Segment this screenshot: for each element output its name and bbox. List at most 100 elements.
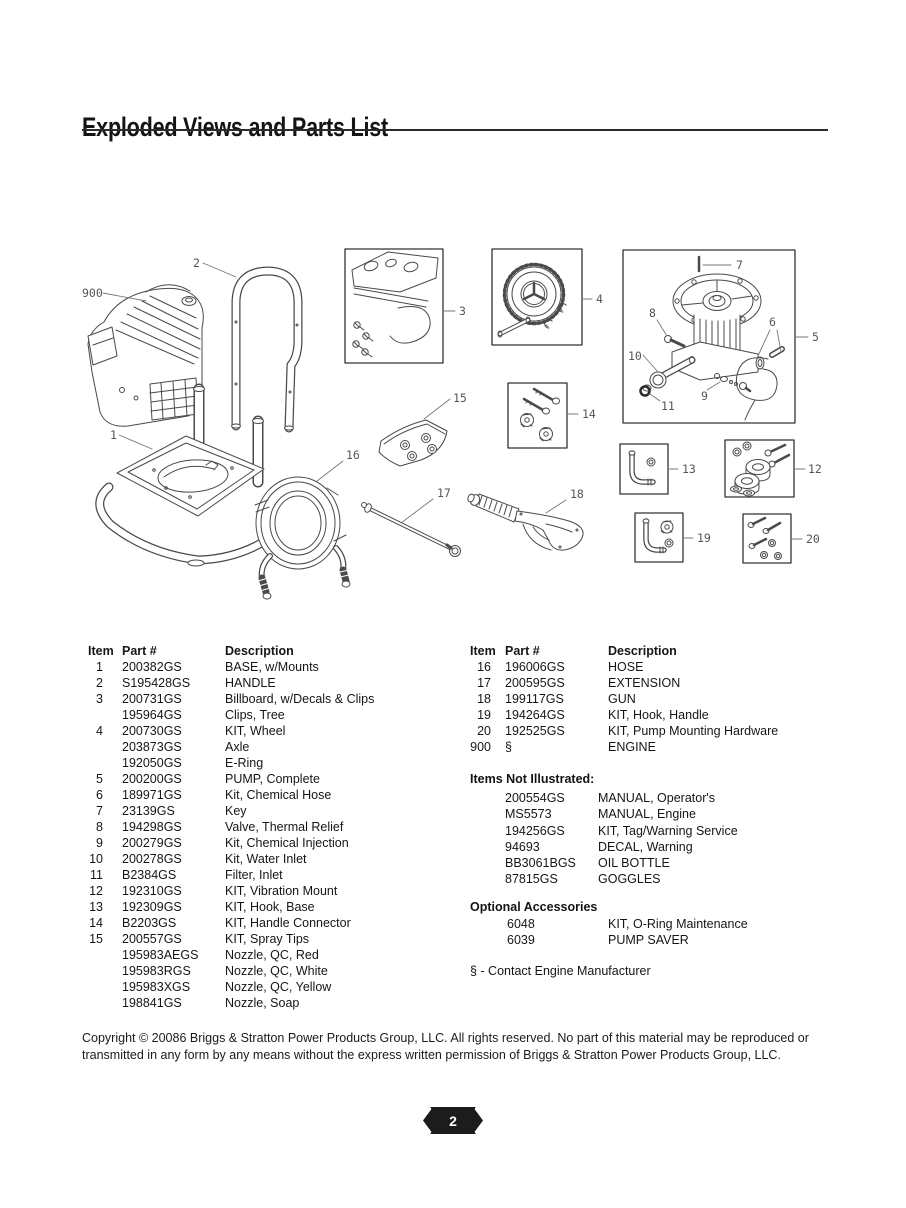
callout-12: 12 [808,462,822,476]
description-cell: OIL BOTTLE [598,856,670,871]
table-row: 3 200731GS Billboard, w/Decals & Clips [88,691,448,707]
table-row: 14 B2203GS KIT, Handle Connector [88,915,448,931]
item-cell: 16 [477,660,491,674]
column-header-description: Description [608,644,677,658]
list-item: 200554GS MANUAL, Operator's [470,790,805,806]
part-number-cell: 195964GS [122,708,182,722]
table-row: 195983XGS Nozzle, QC, Yellow [88,979,448,995]
table-row: 1 200382GS BASE, w/Mounts [88,659,448,675]
table-row: 195983RGS Nozzle, QC, White [88,963,448,979]
callout-13: 13 [682,462,696,476]
part-number-cell: S195428GS [122,676,191,690]
item-cell: 10 [89,852,103,866]
callout-4: 4 [596,292,603,306]
callout-16: 16 [346,448,360,462]
part-number-cell: 192525GS [505,724,565,738]
table-row: 198841GS Nozzle, Soap [88,995,448,1011]
parts-table-left: Item Part # Description 1 200382GS BASE,… [88,643,448,1011]
description-cell: KIT, Spray Tips [225,932,310,946]
engine-footnote: § - Contact Engine Manufacturer [470,964,651,978]
table-row: 15 200557GS KIT, Spray Tips [88,931,448,947]
handle-drawing [231,266,303,433]
callout-18: 18 [570,487,584,501]
part-number-cell: 192309GS [122,900,182,914]
table-row: 195983AEGS Nozzle, QC, Red [88,947,448,963]
item-cell: 1 [96,660,103,674]
table-row: 8 194298GS Valve, Thermal Relief [88,819,448,835]
item-cell: 11 [90,868,103,882]
list-item: 194256GS KIT, Tag/Warning Service [470,823,805,839]
part-number-cell: 196006GS [505,660,565,674]
callout-17: 17 [437,486,451,500]
callout-20: 20 [806,532,820,546]
description-cell: KIT, O-Ring Maintenance [608,917,748,931]
part-number-cell: 203873GS [122,740,182,754]
description-cell: Nozzle, QC, Yellow [225,980,332,994]
part-number-cell: 87815GS [505,872,558,887]
item-cell: 9 [96,836,103,850]
callout-2: 2 [193,256,200,270]
table-row: 195964GS Clips, Tree [88,707,448,723]
pump-hardware-kit-drawing [742,513,792,564]
column-header-part: Part # [505,644,540,658]
table-row: 5 200200GS PUMP, Complete [88,771,448,787]
not-illustrated-title: Items Not Illustrated: [470,772,595,786]
description-cell: KIT, Handle Connector [225,916,351,930]
table-row: 2 S195428GS HANDLE [88,675,448,691]
description-cell: DECAL, Warning [598,839,693,854]
extension-drawing [361,502,461,557]
parts-table-left-header: Item Part # Description [88,643,448,659]
part-number-cell: MS5573 [505,807,552,822]
table-row: 18 199117GS GUN [470,691,840,707]
description-cell: ENGINE [608,740,656,754]
billboard-kit-drawing [344,248,444,364]
description-cell: KIT, Tag/Warning Service [598,823,738,838]
part-number-cell: BB3061BGS [505,856,576,871]
description-cell: HANDLE [225,676,276,690]
description-cell: Clips, Tree [225,708,285,722]
part-number-cell: 200382GS [122,660,182,674]
part-number-cell: 200557GS [122,932,182,946]
part-number-cell: 195983RGS [122,964,191,978]
parts-table-right-header: Item Part # Description [470,643,840,659]
item-cell: 5 [96,772,103,786]
page-title: Exploded Views and Parts List [82,112,388,143]
table-row: 7 23139GS Key [88,803,448,819]
part-number-cell: 194298GS [122,820,182,834]
description-cell: Valve, Thermal Relief [225,820,344,834]
callout-19: 19 [697,531,711,545]
callout-1: 1 [110,428,117,442]
description-cell: GOGGLES [598,872,661,887]
description-cell: KIT, Pump Mounting Hardware [608,724,779,738]
part-number-cell: 200278GS [122,852,182,866]
column-header-item: Item [470,644,496,658]
exploded-parts-diagram: 900 2 1 3 4 5 6 7 8 9 10 11 12 13 14 15 … [82,248,822,600]
vibration-mount-kit-drawing [724,439,795,498]
item-cell [88,947,115,963]
description-cell: Kit, Chemical Injection [225,836,349,850]
table-row: 4 200730GS KIT, Wheel [88,723,448,739]
description-cell: Billboard, w/Decals & Clips [225,692,375,706]
table-row: 12 192310GS KIT, Vibration Mount [88,883,448,899]
item-cell: 19 [477,708,491,722]
item-cell: 14 [89,916,103,930]
description-cell: Nozzle, Soap [225,996,300,1010]
item-cell: 13 [89,900,103,914]
handle-connector-kit-drawing [507,382,568,449]
part-number-cell: 192050GS [122,756,182,770]
item-cell: 17 [477,676,491,690]
description-cell: GUN [608,692,636,706]
description-cell: PUMP, Complete [225,772,320,786]
part-number-cell: 6048 [507,917,535,931]
table-row: 13 192309GS KIT, Hook, Base [88,899,448,915]
callout-7: 7 [736,258,743,272]
part-number-cell: B2203GS [122,916,177,930]
part-number-cell: 195983XGS [122,980,191,994]
part-number-cell: 200554GS [505,791,565,805]
callout-5: 5 [812,330,819,344]
optional-accessories-list: 6048 KIT, O-Ring Maintenance 6039 PUMP S… [470,916,807,949]
list-item: 87815GS GOGGLES [470,871,805,887]
part-number-cell: 200595GS [505,676,565,690]
item-cell [88,995,115,1011]
list-item: MS5573 MANUAL, Engine [470,806,805,822]
